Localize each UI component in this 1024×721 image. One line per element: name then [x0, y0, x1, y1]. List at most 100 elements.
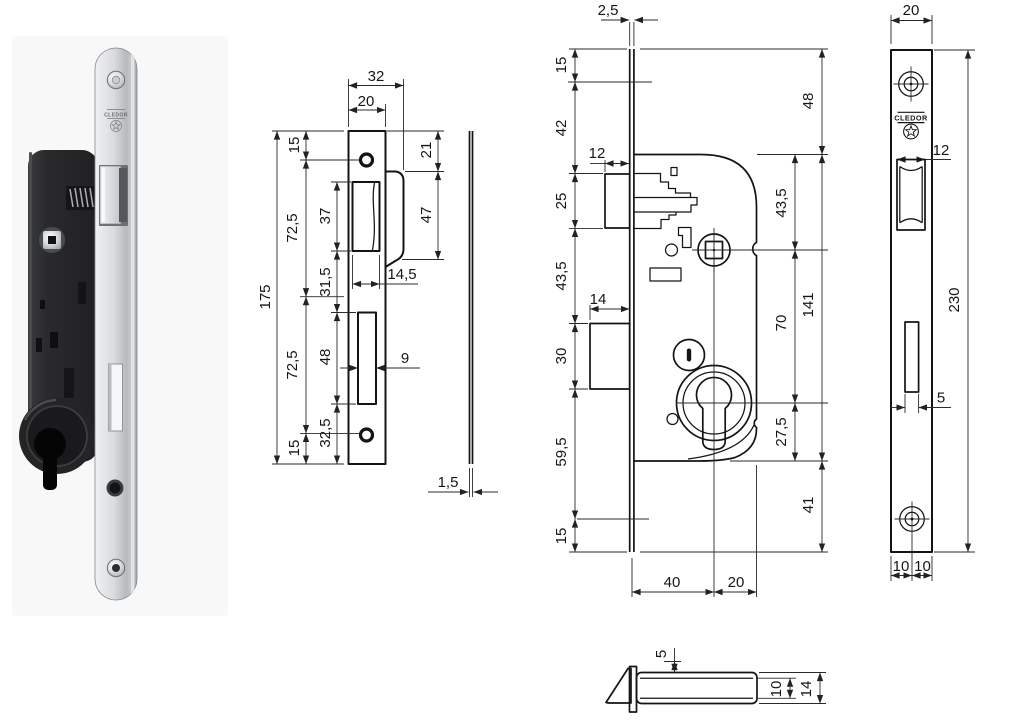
- dim-label: 175: [257, 284, 274, 309]
- euro-profile-hole: [695, 376, 733, 451]
- strike-side-profile: [468, 131, 474, 464]
- lock-body-dimensions-left: 15 42 25 43,5 30 59,5 15: [553, 48, 652, 553]
- dim-label: 1,5: [438, 474, 459, 491]
- dim-label: 141: [800, 292, 817, 317]
- strike-plate-side-view: 1,5: [428, 131, 498, 497]
- dim-label: 2,5: [598, 2, 619, 19]
- dim-label: 72,5: [284, 213, 301, 242]
- strike-screw-hole-top: [358, 152, 375, 168]
- dim-label: 15: [553, 57, 570, 74]
- faceplate-screw-bottom: [894, 501, 930, 537]
- lock-faceplate-profile: [628, 49, 635, 552]
- product-photo: CLEDOR: [12, 36, 228, 616]
- dim-label: 42: [553, 120, 570, 137]
- dim-label: 10: [893, 558, 910, 575]
- brand-logo: CLEDOR: [894, 111, 928, 140]
- body-edge-highlight: [29, 152, 32, 458]
- dim-label: 31,5: [317, 267, 334, 296]
- star-icon: [111, 120, 121, 131]
- deadbolt-projection: [589, 322, 631, 390]
- dim-label: 5: [937, 390, 945, 407]
- dim-label: 5: [653, 650, 670, 658]
- euro-cylinder: [666, 338, 753, 451]
- body-details: [36, 282, 86, 398]
- dim-label: 10: [768, 681, 785, 698]
- latch-bolt-detail-view: 5 10 14: [605, 648, 826, 713]
- dim-label: 12: [933, 142, 950, 159]
- latch-projection-dim: 12: [589, 145, 629, 172]
- backset-dimensions: 40 20: [631, 465, 757, 597]
- countersunk-hole: [106, 479, 124, 497]
- faceplate-screw-top: [893, 66, 929, 102]
- cylinder-cam-arc: [687, 424, 755, 460]
- latch-head-bevel: [605, 667, 632, 704]
- strike-plate-outline: [347, 130, 387, 465]
- locking-pin: [672, 338, 706, 372]
- faceplate-outline: [890, 49, 933, 553]
- dim-label: 14,5: [387, 266, 416, 283]
- lock-body-side-view: 2,5: [553, 2, 828, 597]
- lock-case-outline: [634, 153, 758, 462]
- dim-label: 14: [798, 681, 815, 698]
- dim-label: 48: [317, 349, 334, 366]
- star-icon: [904, 124, 918, 138]
- dim-label: 27,5: [773, 417, 790, 446]
- dim-label: 47: [418, 207, 435, 224]
- dim-label: 30: [553, 348, 570, 365]
- dim-label: 9: [401, 350, 409, 367]
- lock-body-dimensions-right: 43,5 70 27,5 48 141 41: [640, 48, 828, 553]
- latch-body: [635, 671, 758, 705]
- dim-label: 15: [286, 440, 303, 457]
- chrome-faceplate: [94, 47, 138, 601]
- dim-label: 10: [914, 558, 931, 575]
- latch-bolt-projection: [604, 173, 631, 229]
- strike-lip: [384, 170, 405, 268]
- latch-cutout: [896, 158, 926, 231]
- dim-label: 43,5: [553, 261, 570, 290]
- strike-latch-opening: [351, 181, 381, 252]
- dim-label: 230: [946, 287, 963, 312]
- strike-bolt-opening: [357, 311, 377, 405]
- faceplate-edge-highlight: [131, 54, 135, 594]
- brand-text: CLEDOR: [894, 113, 928, 122]
- dim-label: 41: [800, 497, 817, 514]
- dim-label: 32: [368, 68, 385, 85]
- lock-case-body: [28, 150, 98, 462]
- spindle-follower-hole: [692, 228, 740, 272]
- bolt-cutout-dim: 5: [890, 390, 951, 413]
- top-screw: [106, 70, 126, 90]
- dim-label: 15: [553, 528, 570, 545]
- latch-bolt: [99, 165, 128, 226]
- etched-brand-logo: CLEDOR: [104, 109, 128, 132]
- dim-label: 15: [286, 137, 303, 154]
- strike-plate-front-view: 32 20 175 15 72,5 72,5 15 37 31,5 48 32: [257, 68, 444, 465]
- dim-label: 25: [553, 193, 570, 210]
- latch-detail-dims: 5 10 14: [653, 648, 826, 704]
- dim-label: 32,5: [317, 418, 334, 447]
- faceplate-height-dim: 230: [934, 49, 975, 553]
- dim-label: 40: [664, 574, 681, 591]
- cylinder-housing: [19, 398, 95, 490]
- dim-label: 72,5: [284, 350, 301, 379]
- dim-label: 14: [590, 291, 607, 308]
- dim-label: 20: [358, 93, 375, 110]
- dim-label: 37: [317, 208, 334, 225]
- latch-mechanism: [634, 166, 698, 282]
- strike-latch-curve: [371, 182, 376, 251]
- latch-spring: [66, 186, 98, 210]
- dim-label: 20: [728, 574, 745, 591]
- dim-label: 59,5: [553, 437, 570, 466]
- faceplate-front-view: 20 CLEDOR 12 5: [890, 2, 975, 581]
- dim-label: 12: [589, 145, 606, 162]
- deadbolt-cutout: [904, 321, 920, 393]
- strike-dimensions: 32 20 175 15 72,5 72,5 15 37 31,5 48 32: [257, 68, 444, 465]
- dim-label: 43,5: [773, 188, 790, 217]
- dim-label: 48: [800, 93, 817, 110]
- deadbolt-slot: [108, 363, 123, 432]
- screw-position-dims: 10 10: [890, 536, 933, 581]
- spindle-follower: [39, 227, 65, 253]
- bolt-projection-dim: 14: [589, 291, 630, 320]
- dim-label: 20: [903, 2, 920, 19]
